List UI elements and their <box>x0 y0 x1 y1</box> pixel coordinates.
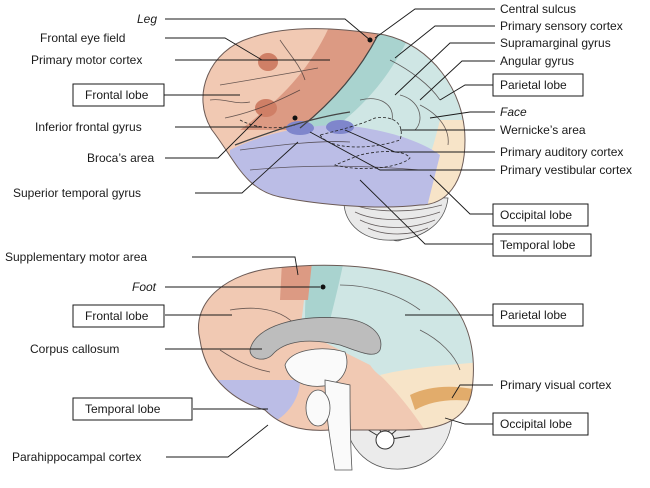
lateral-labels: Leg Frontal eye field Primary motor cort… <box>13 2 632 257</box>
vestibular-outline <box>333 151 411 169</box>
lateral-temporal-region <box>230 125 440 208</box>
face-dot <box>292 115 298 121</box>
frontal-eye-field-spot <box>258 53 278 71</box>
lateral-leader-lines <box>164 8 495 245</box>
label-frontal-eye-field: Frontal eye field <box>40 31 125 45</box>
label-temporal-lobe-lateral: Temporal lobe <box>500 238 576 252</box>
medial-occipital-region <box>380 360 474 431</box>
box-occipital-lobe-medial <box>492 412 589 436</box>
label-parietal-lobe-lateral: Parietal lobe <box>500 78 567 92</box>
lateral-brain <box>202 28 466 242</box>
medial-visual-cortex <box>410 386 474 410</box>
box-occipital-lobe-lateral <box>492 203 589 227</box>
label-supramarginal-gyrus: Supramarginal gyrus <box>500 36 611 50</box>
box-temporal-lobe-medial <box>72 397 193 421</box>
brocas-area-spot <box>255 99 277 117</box>
medial-supplementary-motor <box>280 265 312 300</box>
label-occipital-lobe-medial: Occipital lobe <box>500 417 572 431</box>
label-temporal-lobe-medial: Temporal lobe <box>85 402 161 416</box>
label-leg: Leg <box>137 12 157 26</box>
label-foot: Foot <box>132 280 157 294</box>
label-frontal-lobe-medial: Frontal lobe <box>85 309 149 323</box>
label-angular-gyrus: Angular gyrus <box>500 54 574 68</box>
medial-pons <box>305 389 331 427</box>
medial-thalamus <box>284 348 348 387</box>
label-brocas-area: Broca’s area <box>87 151 154 165</box>
medial-leader-lines <box>165 256 493 458</box>
box-temporal-lobe-lateral <box>492 233 592 257</box>
label-superior-temporal-gyrus: Superior temporal gyrus <box>13 186 141 200</box>
box-parietal-lobe-lateral <box>492 73 584 97</box>
label-wernickes-area: Wernicke’s area <box>500 123 586 137</box>
label-occipital-lobe-lateral: Occipital lobe <box>500 208 572 222</box>
label-primary-vestibular-cortex: Primary vestibular cortex <box>500 163 632 177</box>
label-face: Face <box>500 105 527 119</box>
label-primary-motor-cortex: Primary motor cortex <box>31 53 142 67</box>
label-corpus-callosum: Corpus callosum <box>30 342 119 356</box>
box-frontal-lobe-lateral <box>72 83 165 107</box>
label-central-sulcus: Central sulcus <box>500 2 576 16</box>
label-primary-auditory-cortex: Primary auditory cortex <box>500 145 623 159</box>
label-supplementary-motor-area: Supplementary motor area <box>5 250 147 264</box>
lateral-sensory-strip <box>300 30 410 130</box>
wernickes-area-outline <box>319 117 402 148</box>
central-sulcus-line <box>299 34 379 129</box>
box-parietal-lobe-medial <box>492 303 584 327</box>
label-parahippocampal-cortex: Parahippocampal cortex <box>12 450 141 464</box>
medial-labels: Supplementary motor area Foot Frontal lo… <box>5 250 611 464</box>
medial-brainstem <box>324 379 353 471</box>
label-frontal-lobe-lateral: Frontal lobe <box>85 88 149 102</box>
corpus-callosum-shape <box>249 317 382 360</box>
foot-dot <box>320 284 326 290</box>
medial-brain-outline <box>198 264 474 431</box>
sylvian-fissure <box>234 111 351 146</box>
label-primary-visual-cortex: Primary visual cortex <box>500 378 611 392</box>
box-frontal-lobe-medial <box>72 304 165 328</box>
medial-gyri <box>219 284 461 373</box>
label-parietal-lobe-medial: Parietal lobe <box>500 308 567 322</box>
lateral-brain-outline <box>202 28 466 208</box>
label-primary-sensory-cortex: Primary sensory cortex <box>500 19 623 33</box>
label-inferior-frontal-gyrus: Inferior frontal gyrus <box>35 120 142 134</box>
